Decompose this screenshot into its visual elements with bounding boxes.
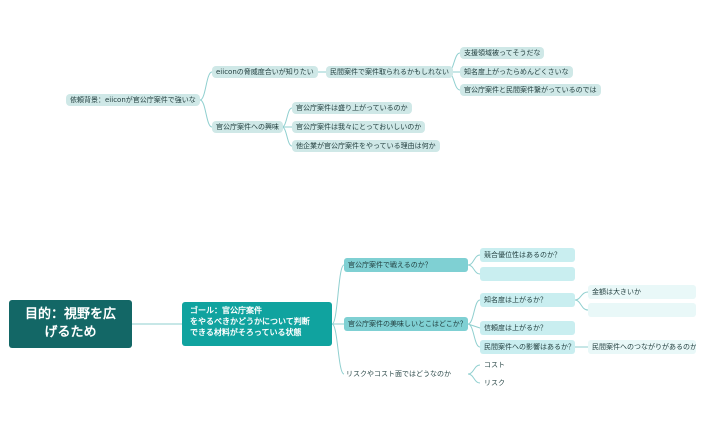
connector xyxy=(467,264,481,275)
connector xyxy=(281,126,293,147)
amount-node[interactable]: 金額は大きいか xyxy=(588,285,696,299)
awareness-node[interactable]: 知名度上がったらめんどくさいな xyxy=(460,66,573,78)
connector xyxy=(467,323,481,348)
connector xyxy=(574,299,589,311)
goal-node[interactable]: ゴール：官公庁案件 をやるべきかどうかについて判断 できる材料がそろっている状態 xyxy=(182,302,332,346)
goal-line: できる材料がそろっている状態 xyxy=(190,328,302,337)
private-impact-node[interactable]: 民間案件への影響はあるか？ xyxy=(480,340,575,354)
advantage-node[interactable]: 競合優位性はあるのか？ xyxy=(480,248,575,262)
support-overlap-node[interactable]: 支援領域被ってそうだな xyxy=(460,47,545,59)
benefit-question-node[interactable]: 官公庁案件の美味しいとこはどこか？ xyxy=(344,317,468,331)
cost-node[interactable]: コスト xyxy=(484,361,505,369)
threat-branch-node[interactable]: eiiconの脅威度合いが知りたい xyxy=(212,66,318,78)
root-purpose-text: 目的：視野を広げるため xyxy=(24,307,116,340)
risk-cost-question-node[interactable]: リスクやコスト面ではどうなのか xyxy=(346,370,451,378)
other-companies-node[interactable]: 他企業が官公庁案件をやっている理由は何か xyxy=(292,140,440,152)
connector xyxy=(199,71,213,101)
connector xyxy=(281,107,293,128)
risk-node[interactable]: リスク xyxy=(484,379,505,387)
interest-branch-node[interactable]: 官公庁案件への興味 xyxy=(212,121,283,133)
trust-rise-node[interactable]: 信頼度は上がるか？ xyxy=(480,321,575,335)
booming-node[interactable]: 官公庁案件は盛り上がっているのか xyxy=(292,102,412,114)
profitable-node[interactable]: 官公庁案件は我々にとっておいしいのか xyxy=(292,121,426,133)
connector xyxy=(331,264,345,325)
connector xyxy=(574,291,589,301)
private-link-node[interactable]: 民間案件へのつながりがあるのか xyxy=(588,340,696,354)
background-node[interactable]: 依頼背景：eiiconが官公庁案件で強いな xyxy=(66,94,200,106)
connector xyxy=(331,323,345,375)
private-deals-node[interactable]: 民間案件で案件取られるかもしれない xyxy=(326,66,453,78)
goal-line: をやるべきかどうかについて判断 xyxy=(190,317,310,326)
empty-node[interactable] xyxy=(588,303,696,317)
connector xyxy=(467,254,481,266)
connector xyxy=(199,99,213,128)
connector xyxy=(467,364,481,375)
empty-node[interactable] xyxy=(480,267,575,281)
connector xyxy=(467,299,481,325)
goal-line: ゴール：官公庁案件 xyxy=(190,306,262,315)
awareness-rise-node[interactable]: 知名度は上がるか？ xyxy=(480,293,575,307)
linkage-node[interactable]: 官公庁案件と民間案件繋がっているのでは xyxy=(460,84,601,96)
compete-question-node[interactable]: 官公庁案件で戦えるのか？ xyxy=(344,258,468,272)
connector xyxy=(467,373,481,384)
root-purpose-node[interactable]: 目的：視野を広げるため xyxy=(9,300,132,348)
